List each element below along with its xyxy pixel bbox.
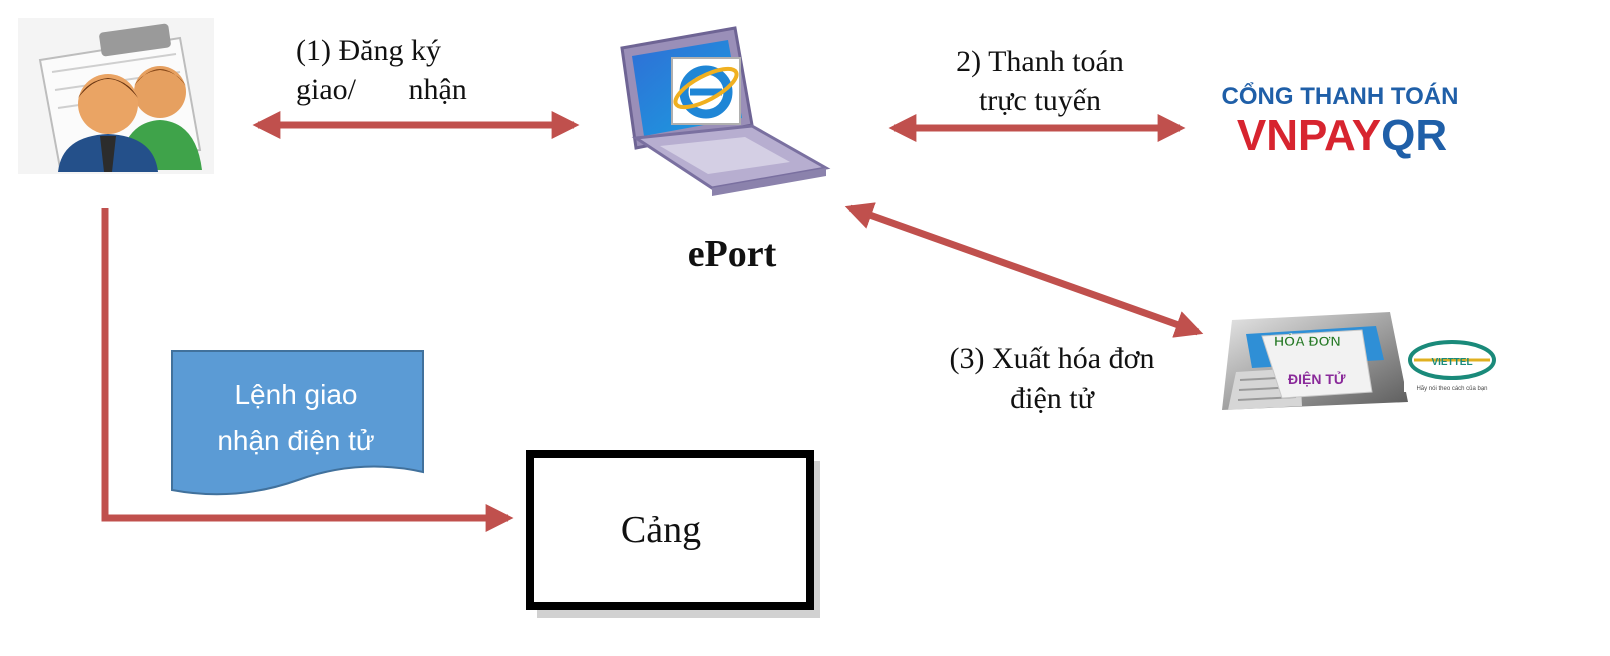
eport-label: ePort: [688, 233, 777, 275]
document-label-line2: nhận điện tử: [217, 425, 374, 456]
arrow-users-port: [101, 208, 514, 532]
step1-label-line2: giao/ nhận: [296, 73, 467, 106]
vnpay-qr-logo: CỔNG THANH TOÁN VNPAYQR: [1222, 82, 1459, 160]
step3-label-line2: điện tử: [1010, 382, 1095, 415]
viettel-logo-text: VIETTEL: [1431, 357, 1472, 368]
step2-label-line2: trực tuyến: [979, 84, 1101, 117]
step1-label-line1: (1) Đăng ký: [296, 34, 441, 67]
invoice-word-2: ĐIỆN TỬ: [1288, 370, 1346, 387]
port-label: Cảng: [621, 509, 701, 551]
electronic-order-document: Lệnh giao nhận điện tử: [171, 350, 424, 496]
vnpay-subtitle: CỔNG THANH TOÁN: [1222, 82, 1459, 110]
arrow-eport-invoice: [844, 202, 1204, 338]
users-icon: [18, 18, 214, 174]
laptop-browser-icon: [620, 26, 831, 196]
port-box: Cảng: [526, 450, 820, 618]
vnpay-brand-part2: QR: [1381, 111, 1447, 160]
e-invoice-image: HÓA ĐƠN ĐIỆN TỬ VIETTEL Hãy nói theo các…: [1222, 312, 1500, 410]
step3-label-line1: (3) Xuất hóa đơn: [950, 342, 1155, 375]
vnpay-brand-part1: VNPAY: [1237, 111, 1381, 160]
invoice-word-1: HÓA ĐƠN: [1274, 332, 1341, 349]
document-label-line1: Lệnh giao: [234, 379, 357, 410]
step2-label-line1: 2) Thanh toán: [956, 45, 1124, 78]
vnpay-brand: VNPAYQR: [1237, 111, 1447, 160]
viettel-slogan: Hãy nói theo cách của bạn: [1416, 385, 1487, 392]
